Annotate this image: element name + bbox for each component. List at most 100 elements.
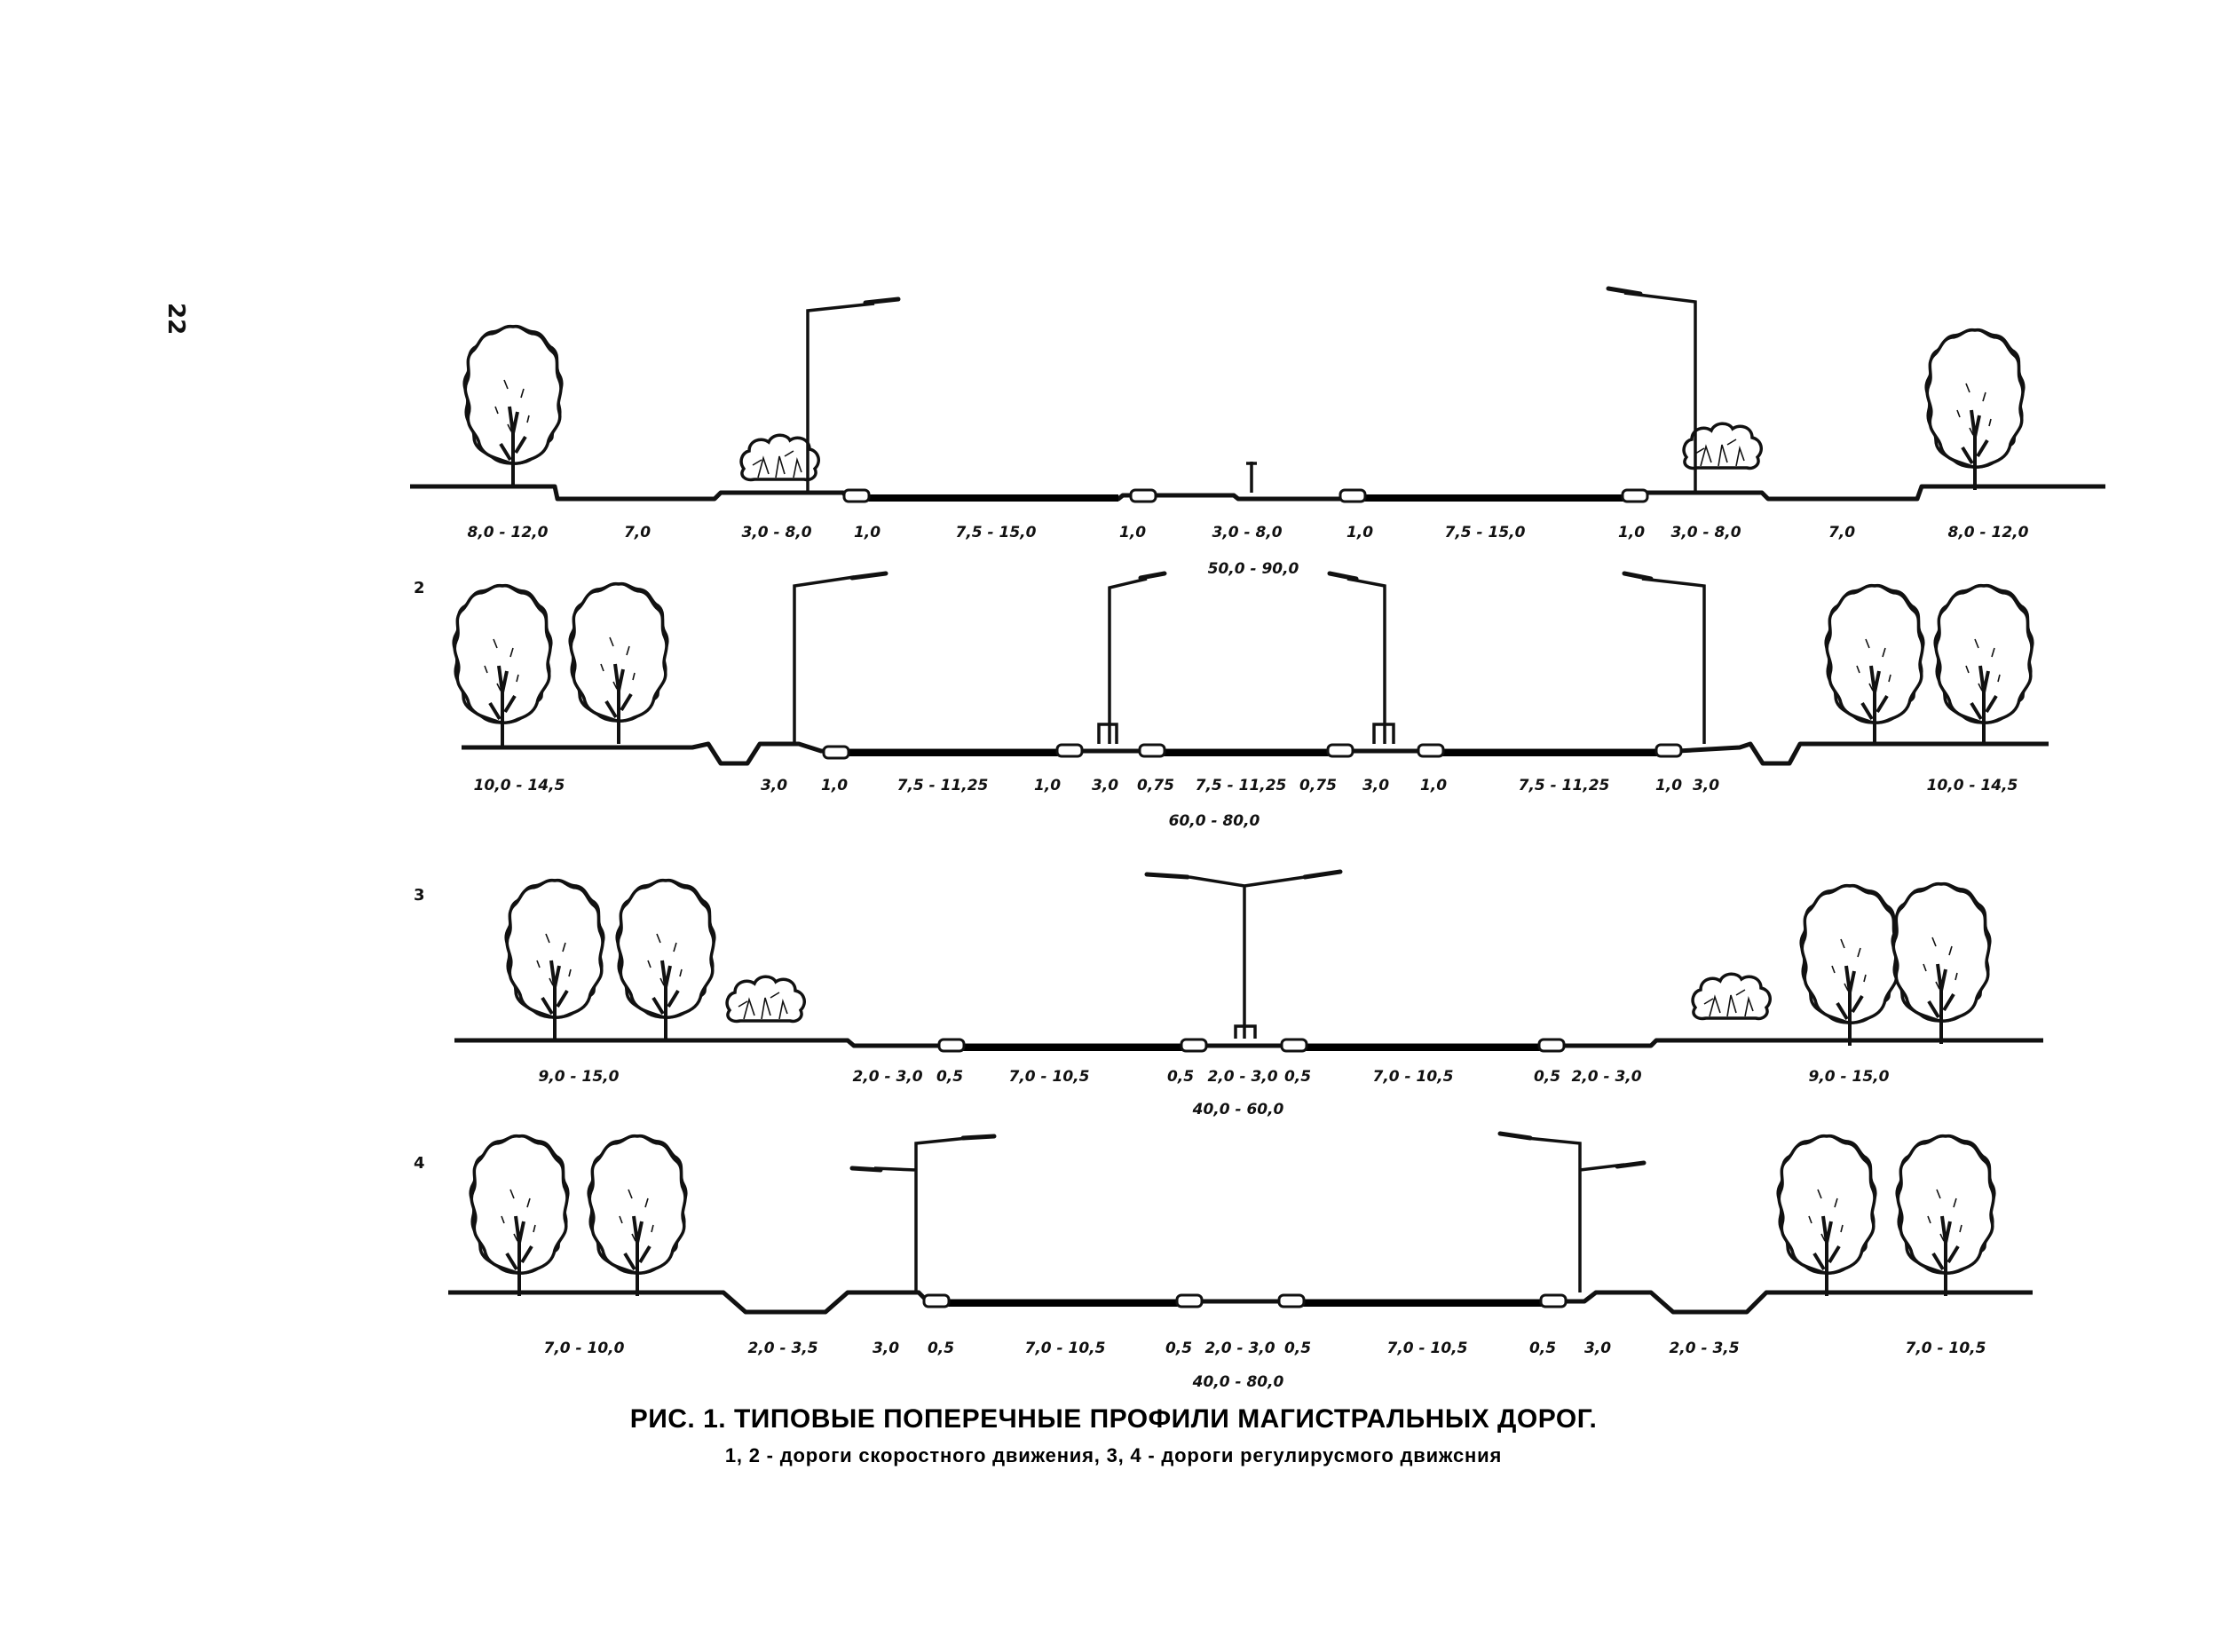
- profile-4-lamp-post-left: [873, 1136, 968, 1292]
- profile-1-dim-label: 3,0 - 8,0: [1670, 524, 1741, 541]
- profile-2-dim-label: 3,0: [761, 777, 787, 794]
- profile-4-curb: [922, 1293, 951, 1308]
- profile-3-dim-label: 2,0 - 3,0: [1207, 1068, 1277, 1086]
- profile-1-curb: [842, 488, 871, 503]
- profile-4-dim-label: 0,5: [1529, 1340, 1556, 1357]
- profile-1-dim-label: 3,0 - 8,0: [1212, 524, 1282, 541]
- profile-3-dim-label: 9,0 - 15,0: [539, 1068, 620, 1086]
- profile-3-tree: [504, 878, 605, 1042]
- profile-3-tree: [1799, 883, 1900, 1047]
- profile-2-lamp-post: [793, 575, 855, 744]
- figure-caption-title: РИС. 1. ТИПОВЫЕ ПОПЕРЕЧНЫЕ ПРОФИЛИ МАГИС…: [629, 1404, 1598, 1434]
- profile-4-dim-label: 7,0 - 10,5: [1906, 1340, 1986, 1357]
- profile-4-dim-label: 7,0 - 10,5: [1387, 1340, 1468, 1357]
- profile-2-curb: [1417, 743, 1445, 758]
- profile-4: [448, 1131, 2033, 1315]
- profile-2-tree: [1824, 583, 1925, 747]
- profile-4-curb: [1277, 1293, 1306, 1308]
- profile-4-tree: [469, 1134, 570, 1298]
- profile-4-total-width: 40,0 - 80,0: [1192, 1373, 1284, 1391]
- profile-1: [410, 286, 2105, 503]
- profile-3-dim-label: 0,5: [1534, 1068, 1560, 1086]
- profile-2-dim-label: 1,0: [1420, 777, 1447, 794]
- profile-2-dim-label: 10,0 - 14,5: [1927, 777, 2018, 794]
- profile-2-curb: [822, 745, 850, 760]
- profile-2-lamp-post: [1641, 577, 1706, 744]
- profile-2: [452, 571, 2049, 766]
- profile-2-lamp-post: [1108, 577, 1148, 744]
- profile-1-curb: [1621, 488, 1649, 503]
- profile-1-lamp-right: [1606, 286, 1643, 296]
- profile-1-dim-label: 1,0: [1346, 524, 1373, 541]
- profile-4-lamp-left: [960, 1134, 997, 1141]
- profile-2-curb: [1055, 743, 1084, 758]
- profile-4-tree: [1895, 1134, 1996, 1298]
- profile-4-ground-line: [448, 1290, 2033, 1315]
- profile-2-lamp: [1138, 571, 1167, 581]
- profile-4-dim-label: 2,0 - 3,0: [1204, 1340, 1275, 1357]
- profile-2-tree: [452, 583, 553, 747]
- profile-1-curb: [1339, 488, 1367, 503]
- profile-2-barrier: [1097, 723, 1395, 744]
- profile-1-dim-label: 3,0 - 8,0: [741, 524, 811, 541]
- profile-1-lamp-post-right: [1623, 291, 1697, 493]
- profile-2-dim-label: 1,0: [1034, 777, 1061, 794]
- profile-1-tree-right: [1924, 328, 2026, 492]
- profile-3-dim-label: 0,5: [936, 1068, 963, 1086]
- profile-2-tree: [1933, 583, 2034, 747]
- profile-3-curb: [1280, 1038, 1308, 1053]
- profile-2-curb: [1654, 743, 1683, 758]
- page-number: 22: [162, 303, 189, 335]
- profile-1-median-post: [1246, 462, 1257, 493]
- profile-4-tree: [587, 1134, 688, 1298]
- profile-3-lamp-base: [1234, 1024, 1257, 1039]
- profile-1-dimensions: 8,0 - 12,0 7,0 3,0 - 8,0 1,0 7,5 - 15,0 …: [468, 524, 2029, 578]
- profile-2-dim-label: 1,0: [1655, 777, 1682, 794]
- profile-2-dim-label: 3,0: [1092, 777, 1118, 794]
- profile-4-lamp-right: [1497, 1131, 1533, 1141]
- profile-4-tree: [1776, 1134, 1877, 1298]
- profile-3-dim-label: 0,5: [1284, 1068, 1311, 1086]
- profile-4-dimensions: 7,0 - 10,0 2,0 - 3,5 3,0 0,5 7,0 - 10,5 …: [544, 1340, 1986, 1391]
- profile-4-number: 4: [414, 1154, 425, 1173]
- profile-1-ground-line: [410, 484, 2105, 502]
- profile-3-dim-label: 2,0 - 3,0: [1571, 1068, 1641, 1086]
- profile-2-dim-label: 7,5 - 11,25: [1196, 777, 1287, 794]
- profile-1-dim-label: 7,5 - 15,0: [956, 524, 1037, 541]
- profile-2-dim-label: 7,5 - 11,25: [897, 777, 989, 794]
- profile-4-lamp-post-right: [1526, 1136, 1625, 1292]
- profile-4-dim-label: 7,0 - 10,0: [544, 1340, 625, 1357]
- profile-3-lamp-left: [1144, 872, 1190, 880]
- profile-3-total-width: 40,0 - 60,0: [1192, 1101, 1284, 1118]
- profile-2-lamp: [1622, 571, 1654, 581]
- profile-3-tree: [1891, 881, 1992, 1046]
- profile-1-dim-label: 8,0 - 12,0: [468, 524, 549, 541]
- profile-1-lamp-left: [863, 296, 901, 305]
- profile-2-dim-label: 0,75: [1299, 777, 1337, 794]
- profile-2-dim-label: 3,0: [1693, 777, 1719, 794]
- profile-1-dim-label: 1,0: [1618, 524, 1645, 541]
- profile-3-number: 3: [414, 886, 425, 905]
- profile-4-curb: [1539, 1293, 1568, 1308]
- profile-3-dim-label: 7,0 - 10,5: [1009, 1068, 1090, 1086]
- profile-2-total-width: 60,0 - 80,0: [1169, 812, 1260, 830]
- profile-2-curb: [1326, 743, 1354, 758]
- profile-3-curb: [937, 1038, 966, 1053]
- profile-3-dim-label: 2,0 - 3,0: [852, 1068, 922, 1086]
- profile-4-dim-label: 0,5: [1165, 1340, 1192, 1357]
- profile-3-dim-label: 9,0 - 15,0: [1809, 1068, 1890, 1086]
- profile-4-dim-label: 7,0 - 10,5: [1025, 1340, 1106, 1357]
- profile-4-lamp-left-lower: [849, 1166, 883, 1173]
- profile-1-dim-label: 7,0: [624, 524, 651, 541]
- profile-4-dim-label: 0,5: [1284, 1340, 1311, 1357]
- profile-4-dim-label: 3,0: [1584, 1340, 1611, 1357]
- profile-3-ground-line: [454, 1038, 2043, 1048]
- figure-caption-subtitle: 1, 2 - дороги скоростного движения, 3, 4…: [724, 1444, 1503, 1466]
- profile-2-dim-label: 0,75: [1137, 777, 1174, 794]
- profile-3-lamp-right: [1302, 869, 1343, 880]
- profile-3-bush-left: [725, 975, 807, 1024]
- profile-1-dim-label: 7,5 - 15,0: [1445, 524, 1526, 541]
- profile-2-lamp: [1327, 571, 1359, 581]
- profile-2-lamp: [849, 571, 888, 581]
